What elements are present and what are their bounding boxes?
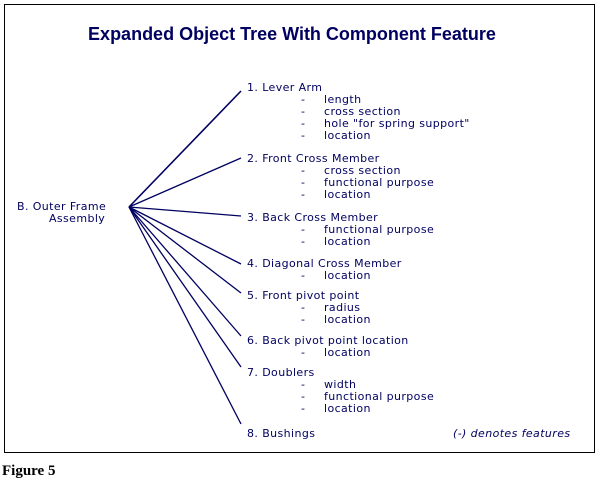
feature-marker: - [301,390,305,403]
child-node-7: 7. Doublers-width-functional purpose-loc… [247,366,434,415]
feature-marker: - [301,188,305,201]
root-node: B. Outer Frame Assembly [17,200,106,225]
feature-text: functional purpose [324,390,434,403]
child-label: 4. Diagonal Cross Member [247,257,402,270]
feature-marker: - [301,117,305,130]
feature-text: location [324,346,371,359]
feature-text: location [324,402,371,415]
feature-text: hole "for spring support" [324,117,470,130]
feature-marker: - [301,301,305,314]
feature-marker: - [301,346,305,359]
feature-text: functional purpose [324,176,434,189]
figure-frame: Expanded Object Tree With Component Feat… [4,4,595,453]
edge-to-child-3 [128,206,242,217]
child-label: 8. Bushings [247,427,315,440]
feature-text: location [324,269,371,282]
child-label: 7. Doublers [247,366,315,379]
edge-to-child-7 [128,206,242,368]
feature-marker: - [301,105,305,118]
child-label: 3. Back Cross Member [247,211,378,224]
child-nodes: 1. Lever Arm-length-cross section-hole "… [247,81,470,440]
legend: (-) denotes features [453,427,571,440]
feature-marker: - [301,313,305,326]
child-label: 1. Lever Arm [247,81,322,94]
feature-text: cross section [324,105,401,118]
feature-marker: - [301,176,305,189]
edge-to-child-1 [128,90,242,208]
feature-text: length [324,93,361,106]
feature-marker: - [301,402,305,415]
feature-text: cross section [324,164,401,177]
root-label-line1: B. Outer Frame [17,200,106,213]
feature-text: location [324,313,371,326]
object-tree-diagram: Expanded Object Tree With Component Feat… [17,24,571,440]
feature-text: width [324,378,356,391]
child-node-3: 3. Back Cross Member-functional purpose-… [247,211,434,248]
child-label: 5. Front pivot point [247,289,360,302]
feature-marker: - [301,378,305,391]
child-node-5: 5. Front pivot point-radius-location [247,289,371,326]
child-node-2: 2. Front Cross Member-cross section-func… [247,152,434,201]
child-node-4: 4. Diagonal Cross Member- location [247,257,402,282]
child-node-6: 6. Back pivot point location- location [247,334,409,359]
tree-edges [128,90,242,425]
child-node-8: 8. Bushings [247,427,315,440]
feature-text: location [324,235,371,248]
feature-marker: - [301,93,305,106]
root-label-line2: Assembly [49,212,105,225]
edge-to-child-2 [128,157,242,208]
figure-caption: Figure 5 [2,463,56,479]
child-label: 2. Front Cross Member [247,152,380,165]
edge-to-child-6 [128,206,242,337]
feature-text: location [324,188,371,201]
feature-marker: - [301,235,305,248]
feature-marker: - [301,129,305,142]
feature-text: location [324,129,371,142]
edge-to-child-5 [128,206,242,294]
feature-marker: - [301,269,305,282]
child-label: 6. Back pivot point location [247,334,409,347]
feature-text: radius [324,301,360,314]
feature-marker: - [301,223,305,236]
edge-to-child-8 [128,206,242,425]
diagram-title: Expanded Object Tree With Component Feat… [88,24,496,44]
feature-text: functional purpose [324,223,434,236]
child-node-1: 1. Lever Arm-length-cross section-hole "… [247,81,470,142]
feature-marker: - [301,164,305,177]
edge-to-child-4 [128,206,242,265]
